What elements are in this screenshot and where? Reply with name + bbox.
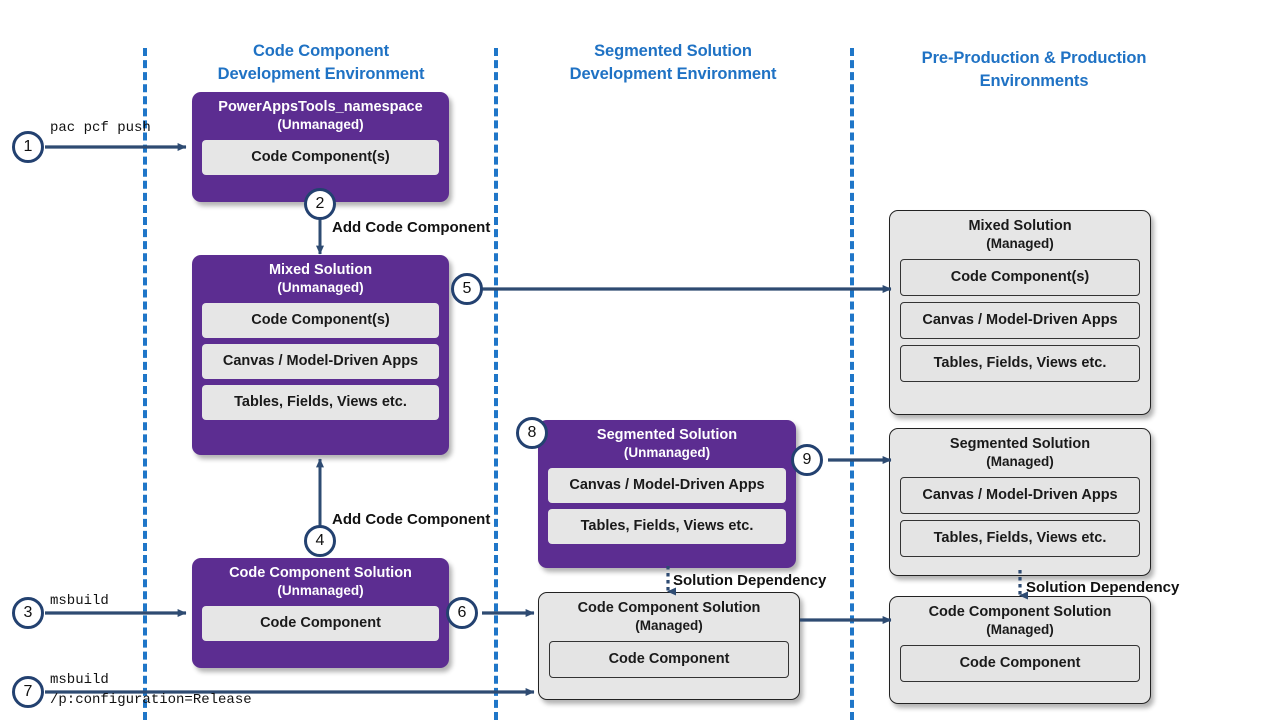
step-badge-8[interactable]: 8 [516, 417, 548, 449]
lane-divider-2 [494, 48, 498, 720]
lane-divider-1 [143, 48, 147, 720]
box-title-sub: (Unmanaged) [623, 444, 711, 460]
step-badge-4[interactable]: 4 [304, 525, 336, 557]
box-title: Code Component Solution (Unmanaged) [202, 565, 439, 600]
lane-title-code-component-dev: Code Component Development Environment [175, 40, 467, 87]
box-title-sub: (Unmanaged) [277, 279, 364, 295]
box-item[interactable]: Canvas / Model-Driven Apps [900, 476, 1140, 514]
lane-title-line2: Development Environment [217, 65, 425, 84]
box-title-sub: (Unmanaged) [277, 116, 364, 132]
box-title: Segmented Solution (Managed) [900, 436, 1140, 471]
box-title: Code Component Solution (Managed) [900, 604, 1140, 639]
box-title: Mixed Solution (Managed) [900, 218, 1140, 253]
step-badge-3[interactable]: 3 [12, 597, 44, 629]
label-add-code-component-bottom: Add Code Component [332, 511, 491, 528]
label-msbuild-release-line1: msbuild [50, 672, 109, 688]
box-title-main: Segmented Solution [596, 427, 738, 443]
step-badge-6[interactable]: 6 [446, 597, 478, 629]
box-title-sub: (Unmanaged) [277, 582, 364, 598]
box-title-main: PowerAppsTools_namespace [218, 99, 423, 115]
box-title-main: Mixed Solution [968, 218, 1072, 234]
lane-divider-3 [850, 48, 854, 720]
label-pac-pcf-push: pac pcf push [50, 120, 151, 136]
box-item[interactable]: Code Component(s) [202, 139, 439, 175]
box-title-main: Code Component Solution [928, 604, 1112, 620]
step-badge-5[interactable]: 5 [451, 273, 483, 305]
step-badge-2[interactable]: 2 [304, 188, 336, 220]
box-title: Code Component Solution (Managed) [549, 600, 789, 635]
box-title-sub: (Managed) [986, 235, 1054, 251]
box-title: Mixed Solution (Unmanaged) [202, 262, 439, 297]
box-item[interactable]: Tables, Fields, Views etc. [900, 519, 1140, 557]
box-code-component-solution-managed-right[interactable]: Code Component Solution (Managed) Code C… [889, 596, 1151, 704]
box-segmented-solution-unmanaged[interactable]: Segmented Solution (Unmanaged) Canvas / … [538, 420, 796, 568]
box-title-sub: (Managed) [986, 453, 1054, 469]
box-item[interactable]: Code Component [202, 605, 439, 641]
label-solution-dependency-mid: Solution Dependency [673, 572, 827, 589]
box-title-main: Segmented Solution [949, 436, 1091, 452]
step-badge-1[interactable]: 1 [12, 131, 44, 163]
box-title-sub: (Managed) [635, 617, 703, 633]
box-item[interactable]: Canvas / Model-Driven Apps [900, 301, 1140, 339]
box-title-main: Code Component Solution [229, 565, 412, 581]
box-item[interactable]: Code Component [900, 644, 1140, 682]
step-badge-9[interactable]: 9 [791, 444, 823, 476]
lane-title-line1: Pre-Production & Production [921, 49, 1147, 67]
box-title: Segmented Solution (Unmanaged) [548, 427, 786, 462]
lane-title-line2: Development Environment [569, 65, 777, 84]
box-title-main: Mixed Solution [268, 262, 373, 278]
box-item[interactable]: Code Component(s) [900, 258, 1140, 296]
label-solution-dependency-right: Solution Dependency [1026, 579, 1180, 596]
box-item[interactable]: Canvas / Model-Driven Apps [548, 467, 786, 503]
label-add-code-component-top: Add Code Component [332, 219, 491, 236]
box-item[interactable]: Canvas / Model-Driven Apps [202, 343, 439, 379]
box-mixed-solution-unmanaged[interactable]: Mixed Solution (Unmanaged) Code Componen… [192, 255, 449, 455]
box-code-component-solution-managed-mid[interactable]: Code Component Solution (Managed) Code C… [538, 592, 800, 700]
lane-title-line1: Code Component [252, 42, 390, 60]
box-item[interactable]: Code Component [549, 640, 789, 678]
box-item[interactable]: Tables, Fields, Views etc. [548, 508, 786, 544]
box-powerapps-tools-namespace[interactable]: PowerAppsTools_namespace (Unmanaged) Cod… [192, 92, 449, 202]
box-mixed-solution-managed[interactable]: Mixed Solution (Managed) Code Component(… [889, 210, 1151, 415]
lane-title-line2: Environments [979, 72, 1089, 91]
box-item[interactable]: Code Component(s) [202, 302, 439, 338]
box-title: PowerAppsTools_namespace (Unmanaged) [202, 99, 439, 134]
box-title-main: Code Component Solution [577, 600, 761, 616]
box-item[interactable]: Tables, Fields, Views etc. [900, 344, 1140, 382]
label-msbuild: msbuild [50, 593, 109, 609]
lane-title-preprod-production: Pre-Production & Production Environments [880, 47, 1188, 94]
box-title-sub: (Managed) [986, 621, 1054, 637]
label-msbuild-release-line2: /p:configuration=Release [50, 692, 252, 708]
lane-title-segmented-solution-dev: Segmented Solution Development Environme… [523, 40, 823, 87]
box-code-component-solution-unmanaged[interactable]: Code Component Solution (Unmanaged) Code… [192, 558, 449, 668]
step-badge-7[interactable]: 7 [12, 676, 44, 708]
box-segmented-solution-managed[interactable]: Segmented Solution (Managed) Canvas / Mo… [889, 428, 1151, 576]
lane-title-line1: Segmented Solution [594, 42, 752, 60]
box-item[interactable]: Tables, Fields, Views etc. [202, 384, 439, 420]
